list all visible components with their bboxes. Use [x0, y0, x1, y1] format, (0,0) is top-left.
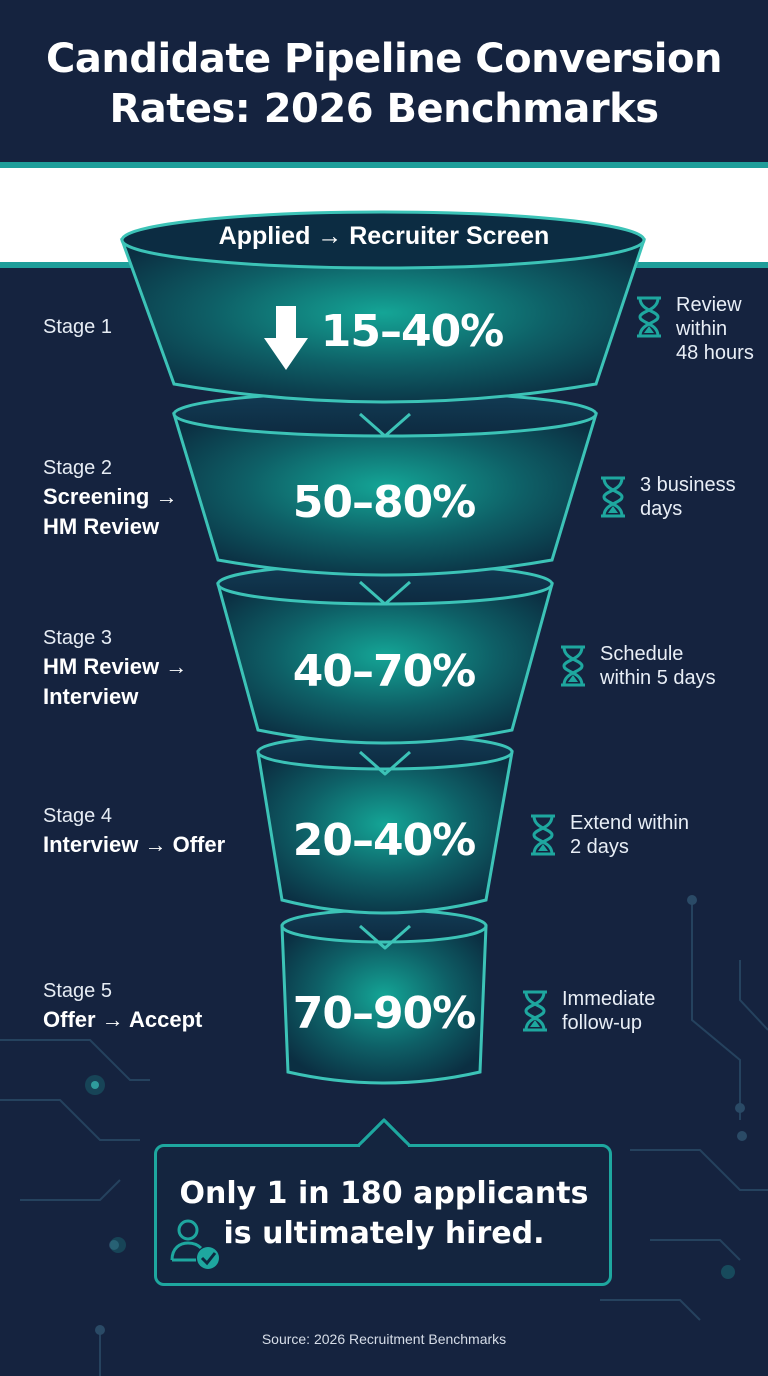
stage-4-tip: Extend within 2 days [528, 811, 689, 859]
hourglass-icon [637, 296, 661, 338]
callout-pointer [356, 1118, 412, 1148]
source-note: Source: 2026 Recruitment Benchmarks [261, 1331, 507, 1347]
stage-2-tip-text: 3 business days [640, 474, 736, 520]
hourglass-icon [561, 645, 585, 687]
user-check-icon [170, 1219, 219, 1269]
callout-line-2: is ultimately hired. [223, 1216, 545, 1251]
hourglass-icon [531, 814, 555, 856]
stage-5-rate: 70–90% [292, 988, 477, 1039]
stage-4-name: Interview → Offer [43, 832, 226, 857]
chevron-4 [359, 924, 411, 950]
stage-5-name: Offer → Accept [43, 1007, 203, 1032]
chevron-1 [359, 412, 411, 438]
callout-text: Only 1 in 180 applicants is ultimately h… [0, 1174, 768, 1254]
funnel-segment-2 [171, 390, 599, 577]
funnel-top-label: Applied → Recruiter Screen [218, 222, 550, 250]
stage-2-label: Stage 2 Screening → HM Review [43, 454, 177, 542]
stage-3-tip-text: Schedule within 5 days [600, 643, 716, 689]
stage-1-tip-text: Review within 48 hours [676, 294, 754, 364]
chevron-2 [359, 580, 411, 606]
funnel-segment-1 [119, 210, 647, 404]
stage-4-label: Stage 4 Interview → Offer [43, 802, 225, 860]
stage-3-label: Stage 3 HM Review → Interview [43, 624, 187, 712]
stage-3-name: HM Review → Interview [43, 654, 188, 709]
stage-3-rate: 40–70% [292, 646, 477, 697]
stage-5-label: Stage 5 Offer → Accept [43, 977, 202, 1035]
stage-2-name: Screening → HM Review [43, 484, 178, 539]
title-line-2: Rates: 2026 Benchmarks [109, 86, 659, 132]
stage-2-tip: 3 business days [598, 473, 736, 521]
stage-4-number: Stage 4 [43, 805, 112, 827]
callout-line-1: Only 1 in 180 applicants [179, 1176, 589, 1211]
stage-2-rate: 50–80% [292, 477, 477, 528]
stage-1-tip: Review within 48 hours [634, 293, 754, 365]
stage-3-number: Stage 3 [43, 627, 112, 649]
stage-4-tip-text: Extend within 2 days [570, 812, 689, 858]
stage-5-number: Stage 5 [43, 980, 112, 1002]
title-line-1: Candidate Pipeline Conversion [46, 36, 722, 82]
stage-3-tip: Schedule within 5 days [558, 642, 716, 690]
chevron-3 [359, 750, 411, 776]
page-title: Candidate Pipeline Conversion Rates: 202… [0, 34, 768, 134]
stage-2-number: Stage 2 [43, 457, 112, 479]
funnel-segment-4 [256, 733, 514, 915]
stage-1-label: Stage 1 [43, 313, 112, 341]
stage-1-number: Stage 1 [43, 316, 112, 338]
stage-5-tip: Immediate follow-up [520, 987, 655, 1035]
down-arrow-icon [264, 306, 308, 370]
stage-5-tip-text: Immediate follow-up [562, 988, 656, 1034]
stage-1-rate: 15–40% [320, 306, 505, 357]
hourglass-icon [601, 476, 625, 518]
hourglass-icon [523, 990, 547, 1032]
stage-4-rate: 20–40% [292, 815, 477, 866]
band-line-top [0, 162, 768, 168]
